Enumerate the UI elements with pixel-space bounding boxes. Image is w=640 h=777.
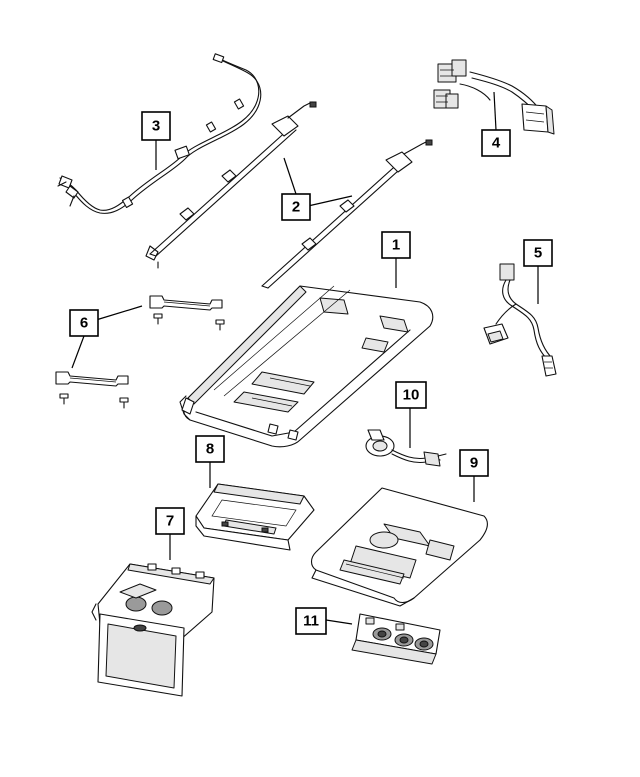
part-label-8[interactable]: 8 [195,435,225,463]
part-label-4[interactable]: 4 [481,129,511,157]
part-5-small-harness [483,263,557,377]
svg-text:10: 10 [403,387,420,404]
part-8-storage-bin [195,483,315,551]
part-4-connector-harness [433,59,555,135]
leader-lines [71,91,539,625]
part-label-7[interactable]: 7 [155,507,185,535]
part-label-3[interactable]: 3 [141,111,171,141]
part-6-brackets [55,295,225,409]
svg-text:7: 7 [166,513,174,530]
part-label-5[interactable]: 5 [523,239,553,267]
svg-text:4: 4 [492,135,501,152]
svg-text:6: 6 [80,315,88,332]
svg-text:8: 8 [206,441,214,458]
part-7-video-monitor [91,563,215,697]
svg-text:5: 5 [534,245,542,262]
part-label-2[interactable]: 2 [281,193,311,221]
part-label-6[interactable]: 6 [69,309,99,337]
part-10-sensor [365,429,447,467]
part-label-9[interactable]: 9 [459,449,489,477]
svg-text:2: 2 [292,199,300,216]
part-11-control-module [351,613,441,665]
part-2-harness-rods [145,101,433,289]
svg-text:9: 9 [470,455,478,472]
svg-text:3: 3 [152,118,160,135]
part-label-10[interactable]: 10 [395,381,427,409]
part-label-11[interactable]: 11 [295,607,327,635]
part-labels: 3 2 4 1 5 6 10 8 [69,111,553,635]
part-1-overhead-console [179,285,434,448]
part-3-wiring-harness [57,53,262,214]
part-label-1[interactable]: 1 [381,231,411,259]
svg-text:1: 1 [392,237,400,254]
part-9-trim-panel [310,487,489,607]
svg-text:11: 11 [303,613,319,630]
